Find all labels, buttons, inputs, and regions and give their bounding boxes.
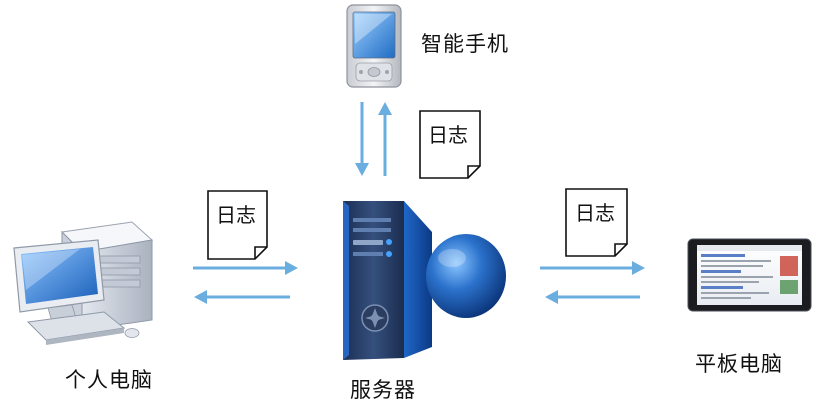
arrow-phone-to-server xyxy=(355,102,369,176)
server-label: 服务器 xyxy=(350,378,416,402)
arrow-tablet-to-server xyxy=(545,290,640,304)
log-document-pc-label: 日志 xyxy=(216,203,256,227)
globe-icon xyxy=(426,234,506,318)
arrow-server-to-tablet xyxy=(540,261,645,275)
server-icon xyxy=(343,201,432,360)
log-document-phone: 日志 xyxy=(419,110,481,179)
personal-computer-icon xyxy=(13,221,154,345)
smartphone-icon xyxy=(346,4,402,88)
arrows xyxy=(193,102,645,304)
personal-computer-label: 个人电脑 xyxy=(65,368,153,392)
log-document-tablet-label: 日志 xyxy=(575,201,615,225)
arrow-pc-to-server xyxy=(193,261,298,275)
smartphone-label: 智能手机 xyxy=(421,32,509,56)
tablet-label: 平板电脑 xyxy=(695,352,783,376)
arrow-server-to-pc xyxy=(194,290,290,304)
log-document-phone-label: 日志 xyxy=(428,123,468,147)
log-document-tablet: 日志 xyxy=(565,188,628,257)
arrow-server-to-phone xyxy=(378,102,392,176)
tablet-icon xyxy=(687,238,812,312)
log-document-pc: 日志 xyxy=(207,190,268,260)
